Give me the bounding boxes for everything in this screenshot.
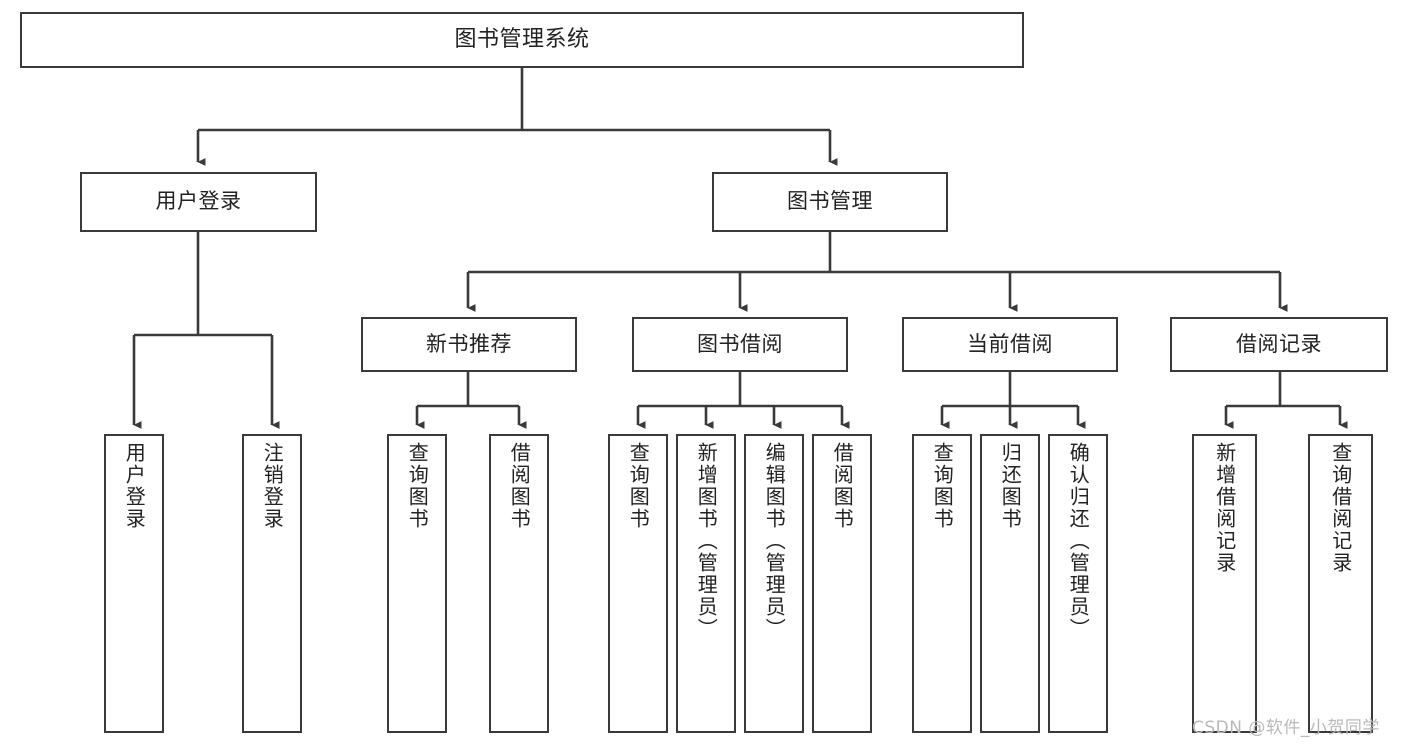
leaf-borrow-borrow-books[interactable]: 借阅图书 [812, 434, 872, 733]
node-label: 编辑图书（管理员） [762, 442, 787, 640]
leaf-user-login-logout[interactable]: 注销登录 [242, 434, 302, 733]
node-label: 查询图书 [405, 442, 430, 530]
node-book-borrowing[interactable]: 图书借阅 [632, 317, 848, 372]
node-book-management[interactable]: 图书管理 [712, 172, 948, 232]
node-user-login[interactable]: 用户登录 [80, 172, 317, 232]
node-label: 借阅图书 [507, 442, 532, 530]
leaf-current-confirm-return-admin[interactable]: 确认归还（管理员） [1048, 434, 1108, 733]
node-current-borrowing[interactable]: 当前借阅 [902, 317, 1118, 372]
node-label: 归还图书 [998, 442, 1023, 530]
node-label: 用户登录 [122, 442, 147, 530]
node-label: 借阅记录 [1236, 331, 1322, 356]
leaf-borrow-add-book-admin[interactable]: 新增图书（管理员） [676, 434, 736, 733]
node-label: 查询图书 [626, 442, 651, 530]
node-label: 图书借阅 [697, 331, 783, 356]
node-label: 查询图书 [930, 442, 955, 530]
leaf-borrow-edit-book-admin[interactable]: 编辑图书（管理员） [744, 434, 804, 733]
csdn-watermark: CSDN @软件_小贺同学 [1192, 718, 1380, 738]
leaf-new-book-borrow-books[interactable]: 借阅图书 [489, 434, 549, 733]
node-label: 确认归还（管理员） [1066, 442, 1091, 640]
node-label: 用户登录 [155, 189, 242, 214]
node-label: 借阅图书 [830, 442, 855, 530]
leaf-user-login-login[interactable]: 用户登录 [104, 434, 164, 733]
leaf-current-query-books[interactable]: 查询图书 [912, 434, 972, 733]
node-label: 图书管理 [787, 189, 873, 214]
leaf-current-return-books[interactable]: 归还图书 [980, 434, 1040, 733]
node-label: 新增图书（管理员） [694, 442, 719, 640]
node-new-book-recommendation[interactable]: 新书推荐 [361, 317, 577, 372]
leaf-borrow-query-books[interactable]: 查询图书 [608, 434, 668, 733]
node-root-book-management-system[interactable]: 图书管理系统 [20, 12, 1024, 68]
leaf-new-book-query-books[interactable]: 查询图书 [387, 434, 447, 733]
node-label: 注销登录 [260, 442, 285, 530]
node-label: 图书管理系统 [454, 26, 590, 52]
node-label: 新书推荐 [426, 331, 512, 356]
leaf-record-add-borrow-record[interactable]: 新增借阅记录 [1192, 434, 1257, 733]
node-label: 当前借阅 [967, 331, 1053, 356]
node-borrowing-record[interactable]: 借阅记录 [1170, 317, 1388, 372]
leaf-record-query-borrow-record[interactable]: 查询借阅记录 [1308, 434, 1373, 733]
node-label: 查询借阅记录 [1328, 442, 1353, 574]
node-label: 新增借阅记录 [1212, 442, 1237, 574]
